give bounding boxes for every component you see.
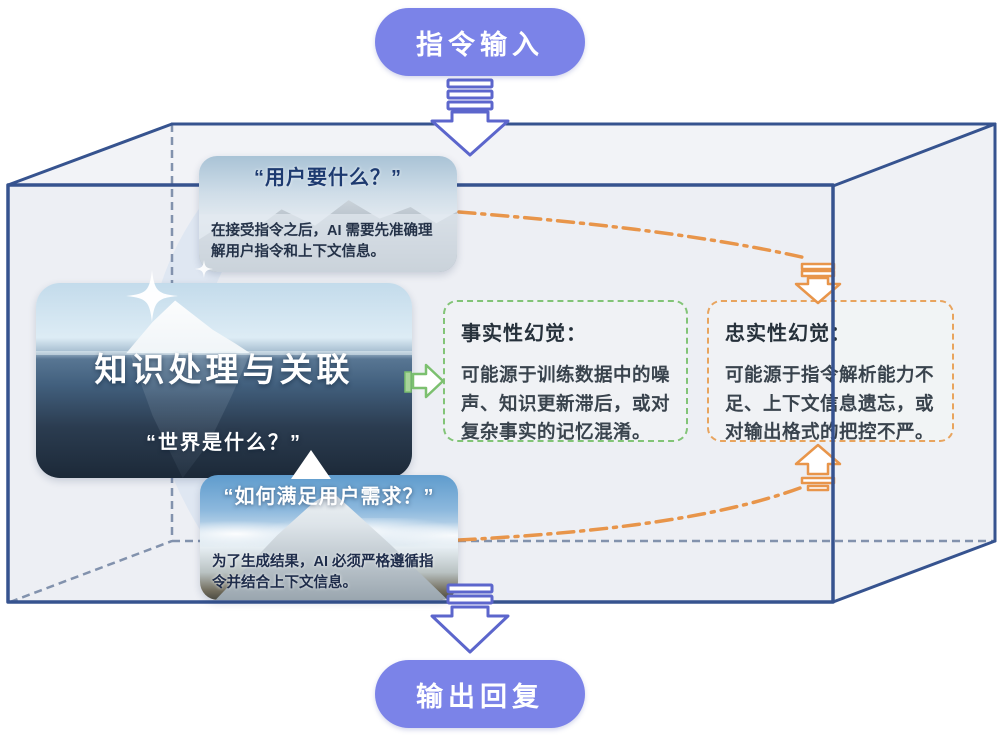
down-block-arrow-icon — [794, 262, 842, 305]
knowledge-card-title: 知识处理与关联 — [94, 351, 354, 388]
factuality-hallucination-box: 事实性幻觉： 可能源于训练数据中的噪声、知识更新滞后，或对复杂事实的记忆混淆。 — [443, 300, 688, 442]
intent-to-faithfulness-curve — [457, 210, 808, 260]
factuality-title: 事实性幻觉： — [461, 323, 587, 345]
up-block-arrow-icon — [794, 443, 842, 492]
knowledge-card-subtitle: “世界是什么？” — [146, 432, 302, 454]
factuality-body: 可能源于训练数据中的噪声、知识更新滞后，或对复杂事实的记忆混淆。 — [461, 364, 671, 443]
generation-card: “如何满足用户需求？” 为了生成结果，AI 必须严格遵循指令并结合上下文信息。 — [200, 475, 458, 600]
input-down-arrow-icon — [430, 78, 510, 157]
input-pill: 指令输入 — [375, 8, 585, 76]
intent-card-body: 在接受指令之后，AI 需要先准确理解用户指令和上下文信息。 — [199, 213, 457, 272]
intent-card-title: “用户要什么？” — [254, 167, 402, 189]
output-pill: 输出回复 — [375, 660, 585, 728]
cube-top-face — [8, 124, 995, 185]
knowledge-card: 知识处理与关联 “世界是什么？” — [36, 283, 412, 478]
faithfulness-title: 忠实性幻觉： — [725, 323, 851, 345]
generation-card-title: “如何满足用户需求？” — [223, 486, 435, 508]
faithfulness-hallucination-box: 忠实性幻觉： 可能源于指令解析能力不足、上下文信息遗忘，或对输出格式的把控不严。 — [707, 300, 954, 442]
generation-card-body: 为了生成结果，AI 必须严格遵循指令并结合上下文信息。 — [212, 553, 434, 591]
generation-to-faithfulness-curve — [457, 486, 802, 542]
intent-card: “用户要什么？” 在接受指令之后，AI 需要先准确理解用户指令和上下文信息。 — [199, 156, 457, 272]
faithfulness-body: 可能源于指令解析能力不足、上下文信息遗忘，或对输出格式的把控不严。 — [725, 364, 935, 443]
